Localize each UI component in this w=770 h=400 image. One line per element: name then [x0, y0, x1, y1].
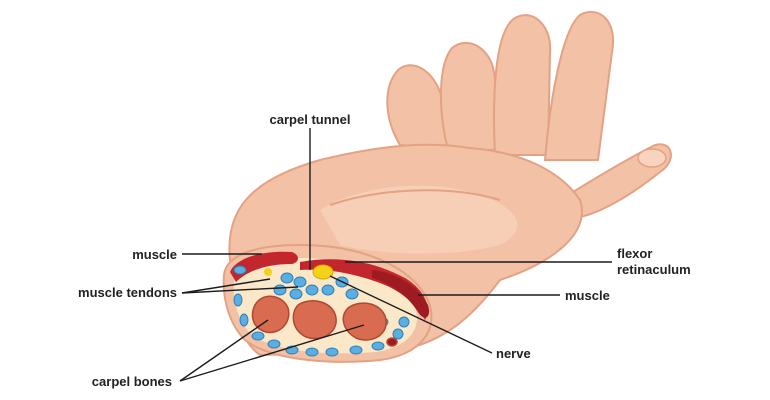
bone-1	[251, 295, 290, 334]
label-flexor-line1: flexor	[617, 246, 652, 261]
nerve-shape	[312, 264, 334, 280]
label-carpel-tunnel: carpel tunnel	[270, 112, 351, 127]
leader-lines	[179, 128, 612, 382]
ring-finger	[439, 42, 506, 151]
pinky-finger	[386, 64, 460, 152]
index-finger	[543, 10, 615, 161]
fingers	[386, 10, 672, 220]
bone-2	[292, 300, 337, 340]
label-muscle-left: muscle	[132, 247, 177, 262]
bone-small	[386, 337, 398, 347]
thumbnail	[637, 148, 667, 168]
palm-highlight	[320, 185, 518, 254]
bone-3	[342, 302, 387, 341]
middle-finger	[493, 14, 552, 156]
label-nerve: nerve	[496, 346, 531, 361]
line-bones-a	[179, 319, 269, 382]
flexor-retinaculum-shape	[300, 259, 428, 320]
carpal-bones	[251, 295, 398, 347]
labels: carpel tunnel muscle muscle tendons carp…	[78, 112, 691, 389]
muscle-right-shape	[372, 270, 430, 318]
palm-crease	[329, 189, 501, 206]
wrist-cross-section	[222, 243, 433, 363]
label-flexor-line2: retinaculum	[617, 262, 691, 277]
tendons	[233, 265, 410, 357]
small-nerve	[264, 268, 272, 276]
muscle-left-shape	[230, 251, 298, 282]
line-bones-b	[179, 324, 365, 382]
line-tendons-a	[181, 278, 271, 294]
label-muscle-tendons: muscle tendons	[78, 285, 177, 300]
line-tendons-b	[181, 286, 299, 294]
label-carpel-bones: carpel bones	[92, 374, 172, 389]
line-nerve	[329, 275, 493, 354]
label-muscle-right: muscle	[565, 288, 610, 303]
